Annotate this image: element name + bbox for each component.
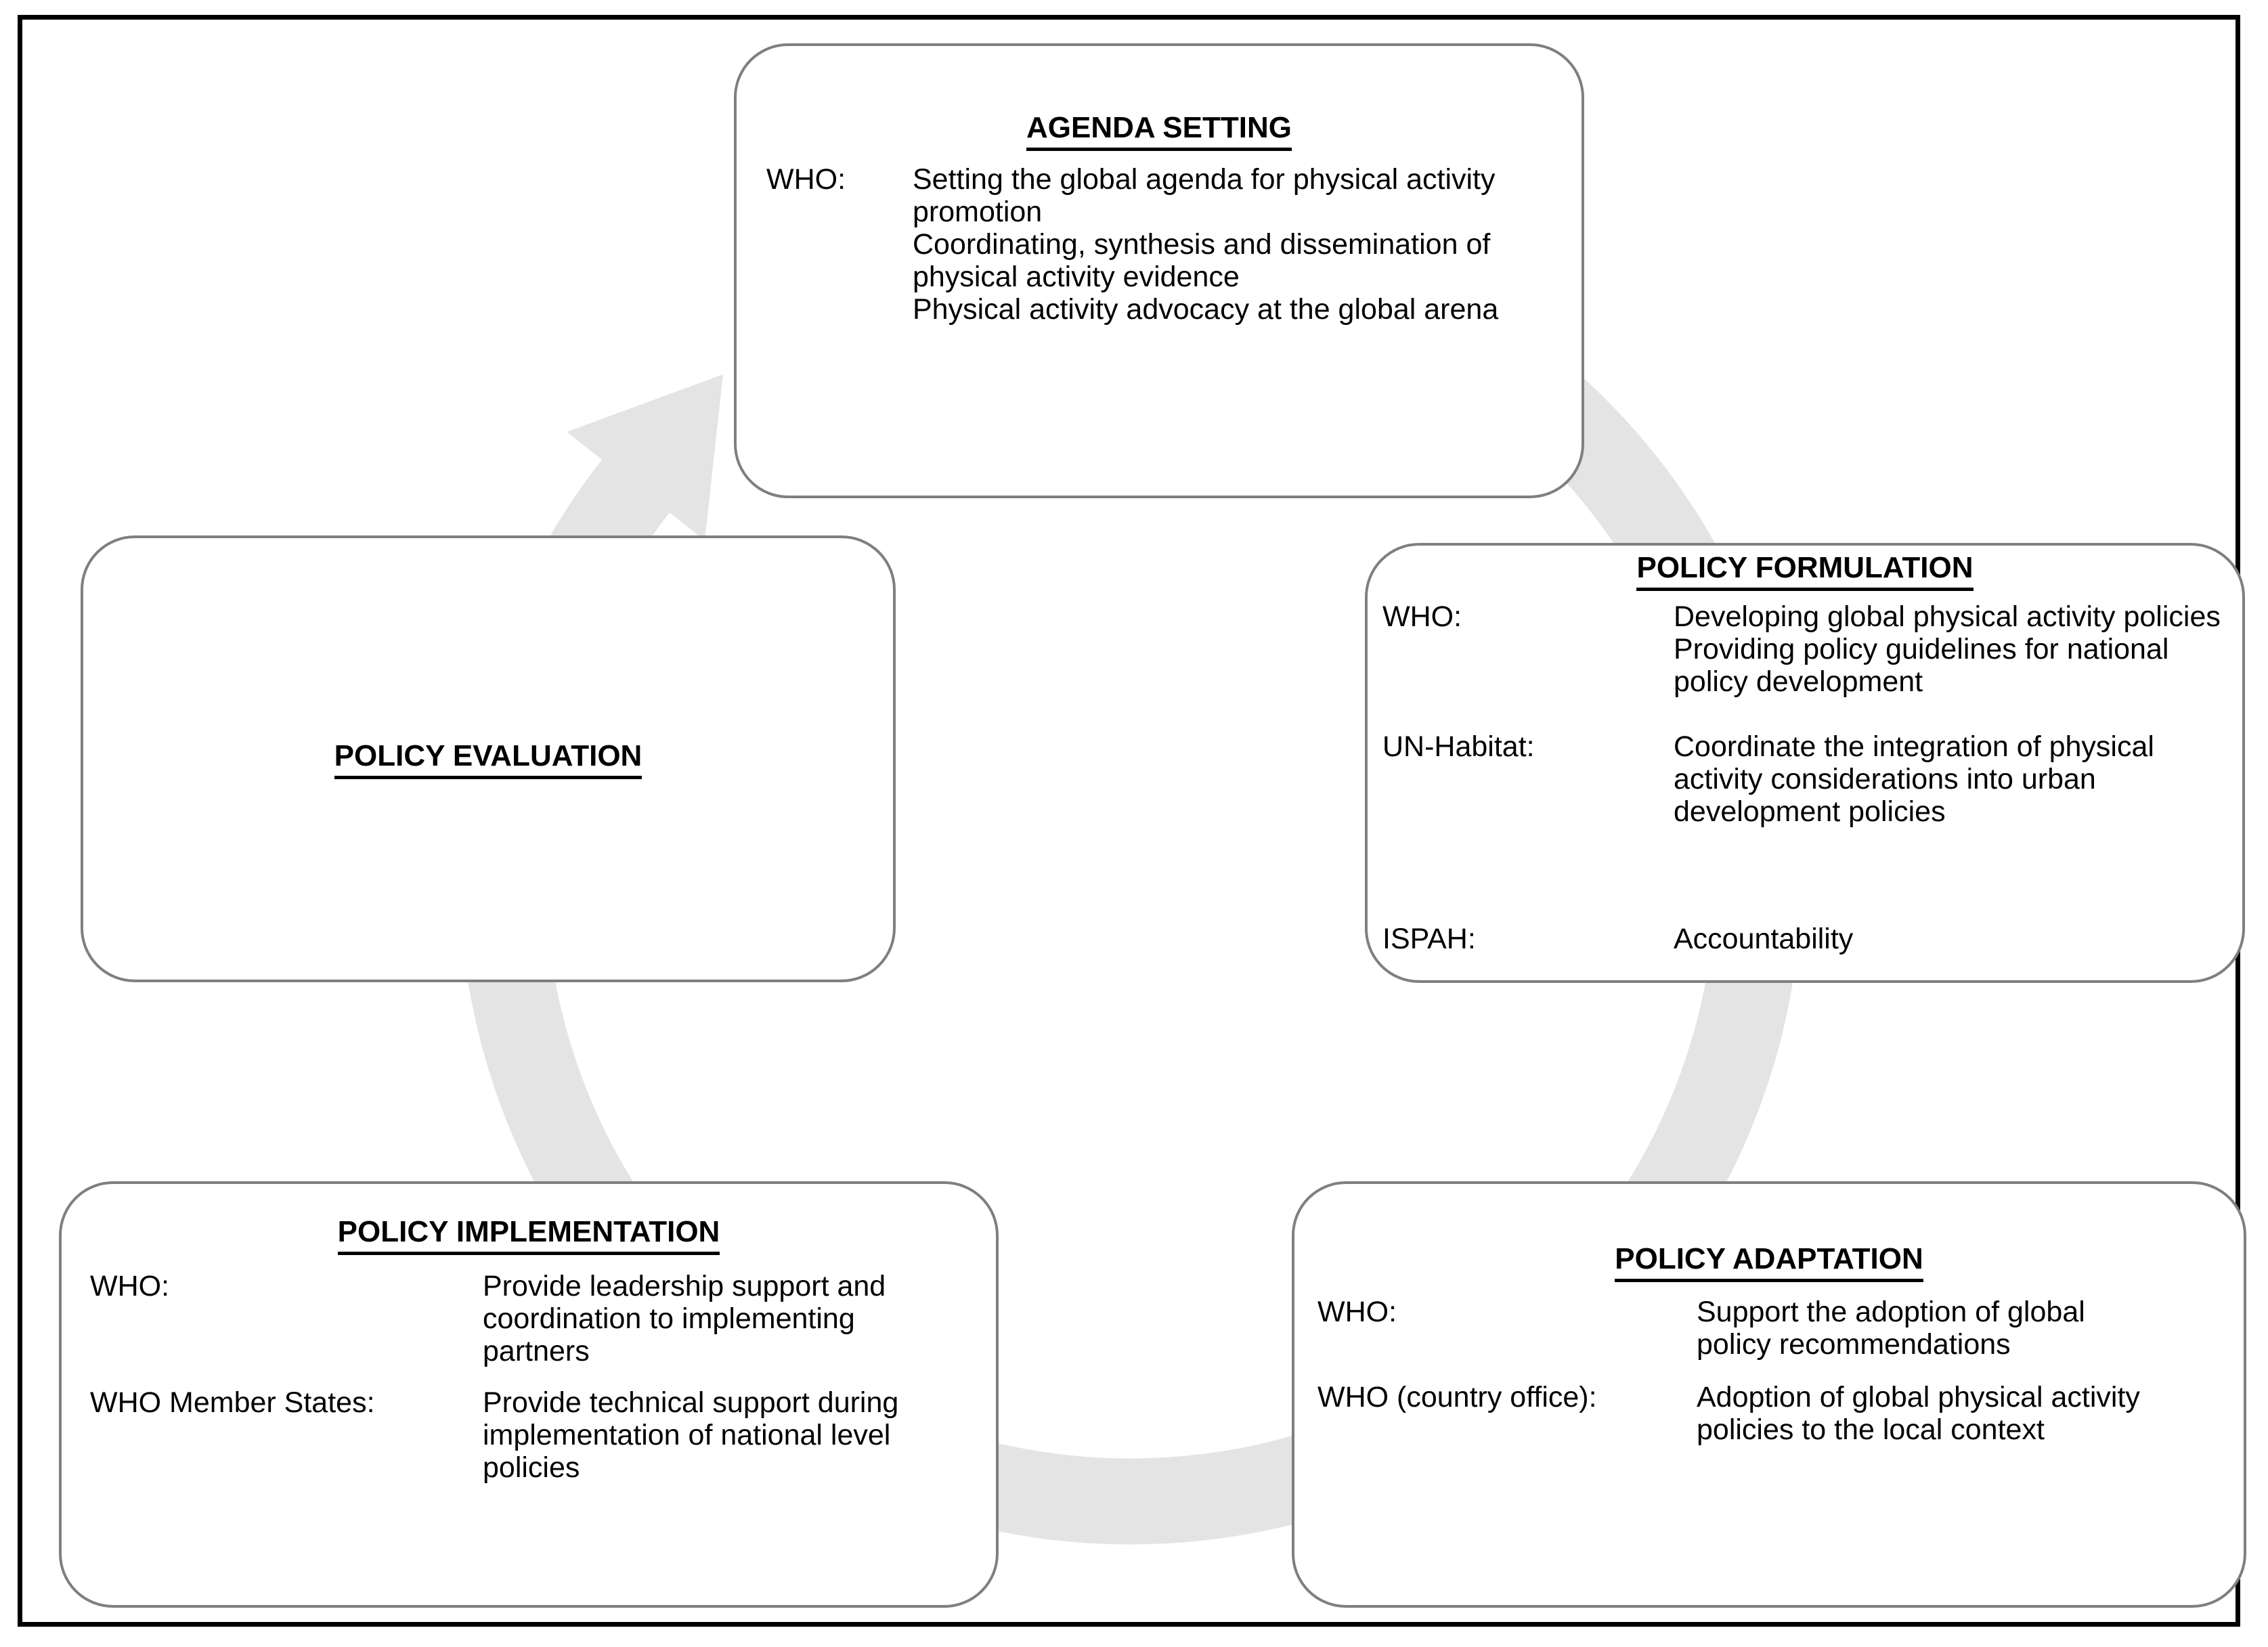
box-title: POLICY EVALUATION [334,739,642,779]
box-agenda-setting: AGENDA SETTING WHO: Setting the global a… [734,43,1584,498]
actor-descriptions: Support the adoption of global policy re… [1697,1296,2164,1361]
actor-label: UN-Habitat: [1382,730,1535,763]
actor-descriptions: Adoption of global physical activity pol… [1697,1381,2218,1446]
actor-label: WHO: [766,163,846,196]
actor-description-line: Developing global physical activity poli… [1674,600,2221,633]
actor-descriptions: Provide leadership support and coordinat… [483,1270,957,1367]
box-policy-formulation: POLICY FORMULATION WHO: Developing globa… [1365,543,2245,983]
actor-row: UN-Habitat: Coordinate the integration o… [1382,730,2242,828]
box-title-wrap: AGENDA SETTING [766,111,1552,151]
actor-label: WHO (country office): [1317,1381,1597,1413]
actor-description-line: Physical activity advocacy at the global… [913,293,1499,326]
box-title: AGENDA SETTING [1026,111,1292,151]
box-policy-evaluation: POLICY EVALUATION [81,535,896,982]
actor-row: WHO: Provide leadership support and coor… [90,1270,996,1367]
actor-row: WHO: Developing global physical activity… [1382,600,2242,698]
actor-description-line: Coordinate the integration of physical a… [1674,730,2154,828]
box-title: POLICY FORMULATION [1636,551,1973,591]
actor-description-line: Support the adoption of global policy re… [1697,1296,2085,1361]
cycle-arrow-head-icon [567,374,723,540]
actor-descriptions: Provide technical support during impleme… [483,1386,957,1484]
box-policy-implementation: POLICY IMPLEMENTATION WHO: Provide leade… [59,1181,999,1608]
box-title-wrap: POLICY FORMULATION [1382,551,2227,591]
box-title-wrap: POLICY ADAPTATION [1317,1242,2221,1282]
actor-row: WHO: Support the adoption of global poli… [1317,1296,2244,1361]
actor-label: WHO: [90,1270,170,1302]
box-title-wrap: POLICY IMPLEMENTATION [90,1215,967,1255]
actor-label: WHO Member States: [90,1386,375,1419]
actor-row: WHO Member States: Provide technical sup… [90,1386,996,1484]
actor-row: WHO (country office): Adoption of global… [1317,1381,2244,1446]
actor-description-line: Setting the global agenda for physical a… [913,163,1496,228]
box-title: POLICY ADAPTATION [1615,1242,1923,1282]
actor-description-line: Provide technical support during impleme… [483,1386,899,1484]
actor-label: WHO: [1317,1296,1397,1328]
actor-description-line: Adoption of global physical activity pol… [1697,1381,2140,1446]
actor-row: WHO: Setting the global agenda for physi… [766,163,1582,326]
actor-description-line: Providing policy guidelines for national… [1674,633,2169,698]
box-title: POLICY IMPLEMENTATION [337,1215,720,1255]
actor-label: WHO: [1382,600,1462,633]
actor-descriptions: Setting the global agenda for physical a… [913,163,1576,326]
actor-descriptions: Accountability [1674,923,2236,955]
actor-row: ISPAH: Accountability [1382,923,2242,955]
actor-description-line: Accountability [1674,923,1854,955]
actor-label: ISPAH: [1382,923,1476,955]
actor-description-line: Provide leadership support and coordinat… [483,1270,886,1367]
actor-descriptions: Developing global physical activity poli… [1674,600,2236,698]
actor-descriptions: Coordinate the integration of physical a… [1674,730,2236,828]
actor-description-line: Coordinating, synthesis and disseminatio… [913,228,1491,293]
box-policy-adaptation: POLICY ADAPTATION WHO: Support the adopt… [1292,1181,2246,1608]
